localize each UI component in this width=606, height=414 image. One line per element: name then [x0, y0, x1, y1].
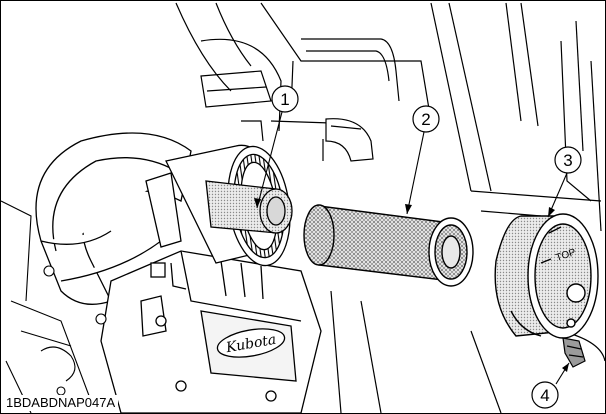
inner-element — [205, 180, 293, 234]
callout-2: 2 — [412, 105, 440, 133]
callout-2-number: 2 — [421, 110, 430, 129]
callout-1-number: 1 — [280, 90, 289, 109]
outer-element — [303, 204, 474, 287]
callout-1: 1 — [271, 85, 299, 113]
callout-4: 4 — [531, 381, 559, 409]
cover — [494, 213, 599, 339]
evacuator-valve — [562, 337, 586, 368]
figure-reference-code: 1BDABDNAP047A — [5, 395, 119, 411]
background-frame — [175, 2, 602, 232]
callout-4-number: 4 — [540, 386, 549, 405]
callout-3-arrowhead — [548, 207, 555, 217]
callout-3-number: 3 — [563, 151, 572, 170]
callout-1-arrowhead — [254, 198, 261, 208]
callout-2-arrowhead — [405, 204, 412, 214]
engine-block — [100, 250, 322, 413]
callout-3: 3 — [554, 146, 582, 174]
intake-hose — [35, 132, 192, 305]
callout-4-arrowhead — [562, 363, 569, 372]
